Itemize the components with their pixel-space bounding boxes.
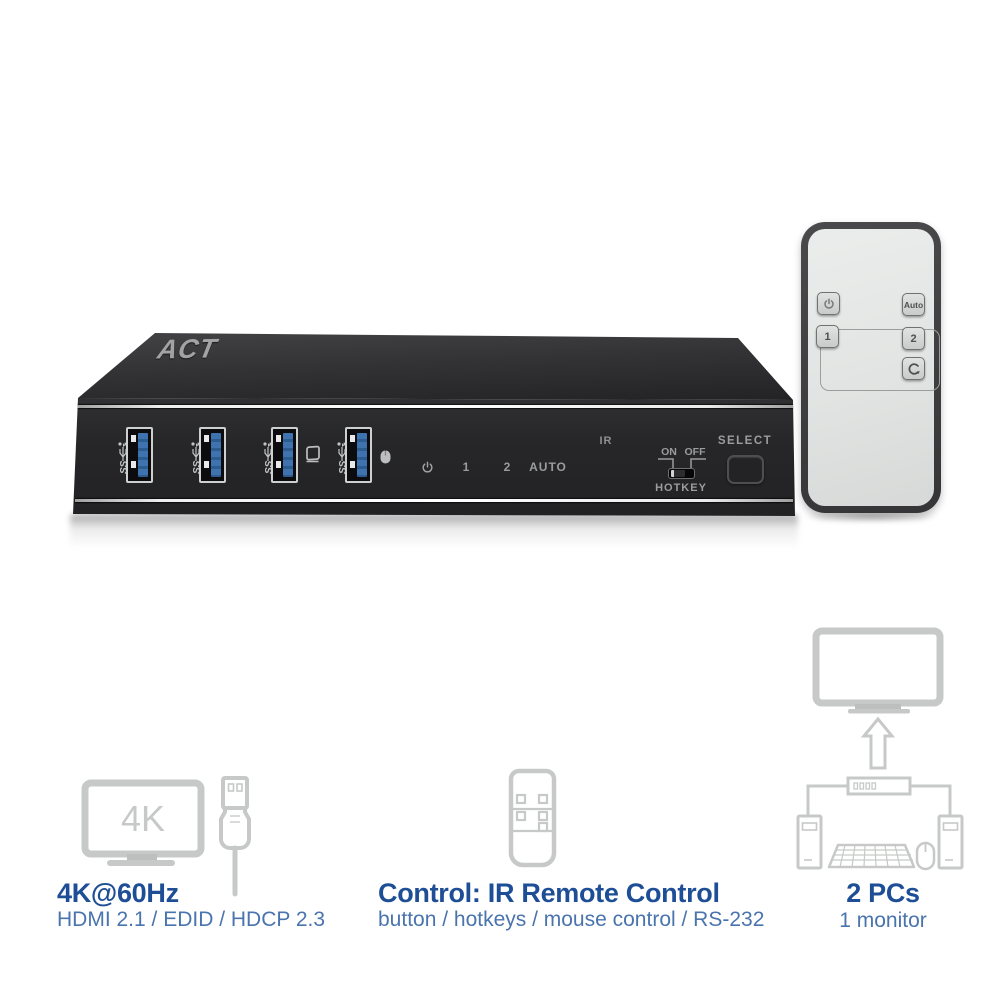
remote-shadow <box>803 510 939 523</box>
ir-remote-control: Auto 1 2 <box>801 222 941 513</box>
svg-text:SS: SS <box>119 460 129 474</box>
feature-resolution-subtitle: HDMI 2.1 / EDID / HDCP 2.3 <box>57 908 326 931</box>
feature-setup-text: 2 PCs 1 monitor <box>823 878 943 933</box>
hotkey-on-label: ON <box>661 446 677 458</box>
keyboard-icon <box>304 444 321 464</box>
usb-port-4-mouse <box>345 427 372 483</box>
4k-monitor-and-cable-icons: 4K <box>78 774 256 904</box>
usb-cable-icon <box>219 776 251 897</box>
switch-position-marks <box>656 457 708 470</box>
ir-remote-icon <box>505 768 560 868</box>
feature-setup-title: 2 PCs <box>846 878 920 908</box>
remote-power-button <box>817 292 840 315</box>
usb-contact <box>276 461 281 468</box>
feature-control-title: Control: IR Remote Control <box>378 878 720 908</box>
up-arrow-icon <box>860 716 896 770</box>
feature-control-subtitle: button / hotkeys / mouse control / RS-23… <box>378 908 765 931</box>
kvm-switch-top: ACT <box>78 333 793 400</box>
select-label: SELECT <box>717 435 773 447</box>
usb-contact <box>350 435 355 442</box>
svg-text:4K: 4K <box>121 798 165 839</box>
usb-tongue <box>357 433 367 477</box>
trim-line-bottom <box>75 499 793 502</box>
hotkey-off-label: OFF <box>684 446 706 458</box>
mouse-icon <box>379 449 392 465</box>
feature-resolution-title: 4K@60Hz <box>57 878 179 908</box>
remote-input1-button: 1 <box>816 325 839 348</box>
kvm-setup-diagram <box>795 620 970 875</box>
remote-auto-button: Auto <box>902 293 925 316</box>
mouse-diagram-icon <box>915 841 936 871</box>
usb-port-2 <box>199 427 226 483</box>
usb-tongue <box>138 433 148 477</box>
indicator-label-2: 2 <box>503 460 511 474</box>
indicator-label-1: 1 <box>462 460 470 474</box>
feature-setup-subtitle: 1 monitor <box>839 909 927 932</box>
connection-lines <box>806 784 952 816</box>
hotkey-label: HOTKEY <box>655 482 707 494</box>
ir-receiver-label: IR <box>599 435 613 447</box>
remote-cycle-button <box>902 357 925 380</box>
switch-knob <box>671 470 685 477</box>
remote-face: Auto 1 2 <box>808 229 940 506</box>
svg-text:SS: SS <box>264 460 274 474</box>
remote-input-group <box>820 329 940 391</box>
usb-port-1 <box>126 427 153 483</box>
power-icon <box>823 298 834 309</box>
select-button <box>727 455 764 484</box>
usb-tongue <box>283 433 293 477</box>
svg-text:SS: SS <box>192 460 202 474</box>
keyboard-diagram-icon <box>827 843 916 869</box>
usb-contact <box>131 461 136 468</box>
usb-contact <box>204 435 209 442</box>
usb-contact <box>276 435 281 442</box>
cycle-icon <box>908 362 920 375</box>
usb-contact <box>204 461 209 468</box>
usb-tongue <box>211 433 221 477</box>
usb-contact <box>350 461 355 468</box>
trim-line-top <box>75 405 793 408</box>
act-brand-logo: ACT <box>155 333 220 365</box>
kvm-switch-front-panel: SS SS <box>73 398 795 516</box>
monitor-icon <box>812 627 944 714</box>
svg-text:SS: SS <box>338 460 348 474</box>
power-icon <box>421 461 434 474</box>
remote-input2-button: 2 <box>902 327 925 350</box>
4k-monitor-icon: 4K <box>81 779 205 866</box>
hotkey-slide-switch <box>668 468 695 479</box>
pc-tower-left-icon <box>796 814 823 870</box>
pc-tower-right-icon <box>937 814 964 870</box>
device-shadow <box>70 514 798 548</box>
indicator-label-auto: AUTO <box>529 460 567 474</box>
usb-port-3-keyboard <box>271 427 298 483</box>
usb-contact <box>131 435 136 442</box>
switch-box-icon <box>846 776 912 796</box>
